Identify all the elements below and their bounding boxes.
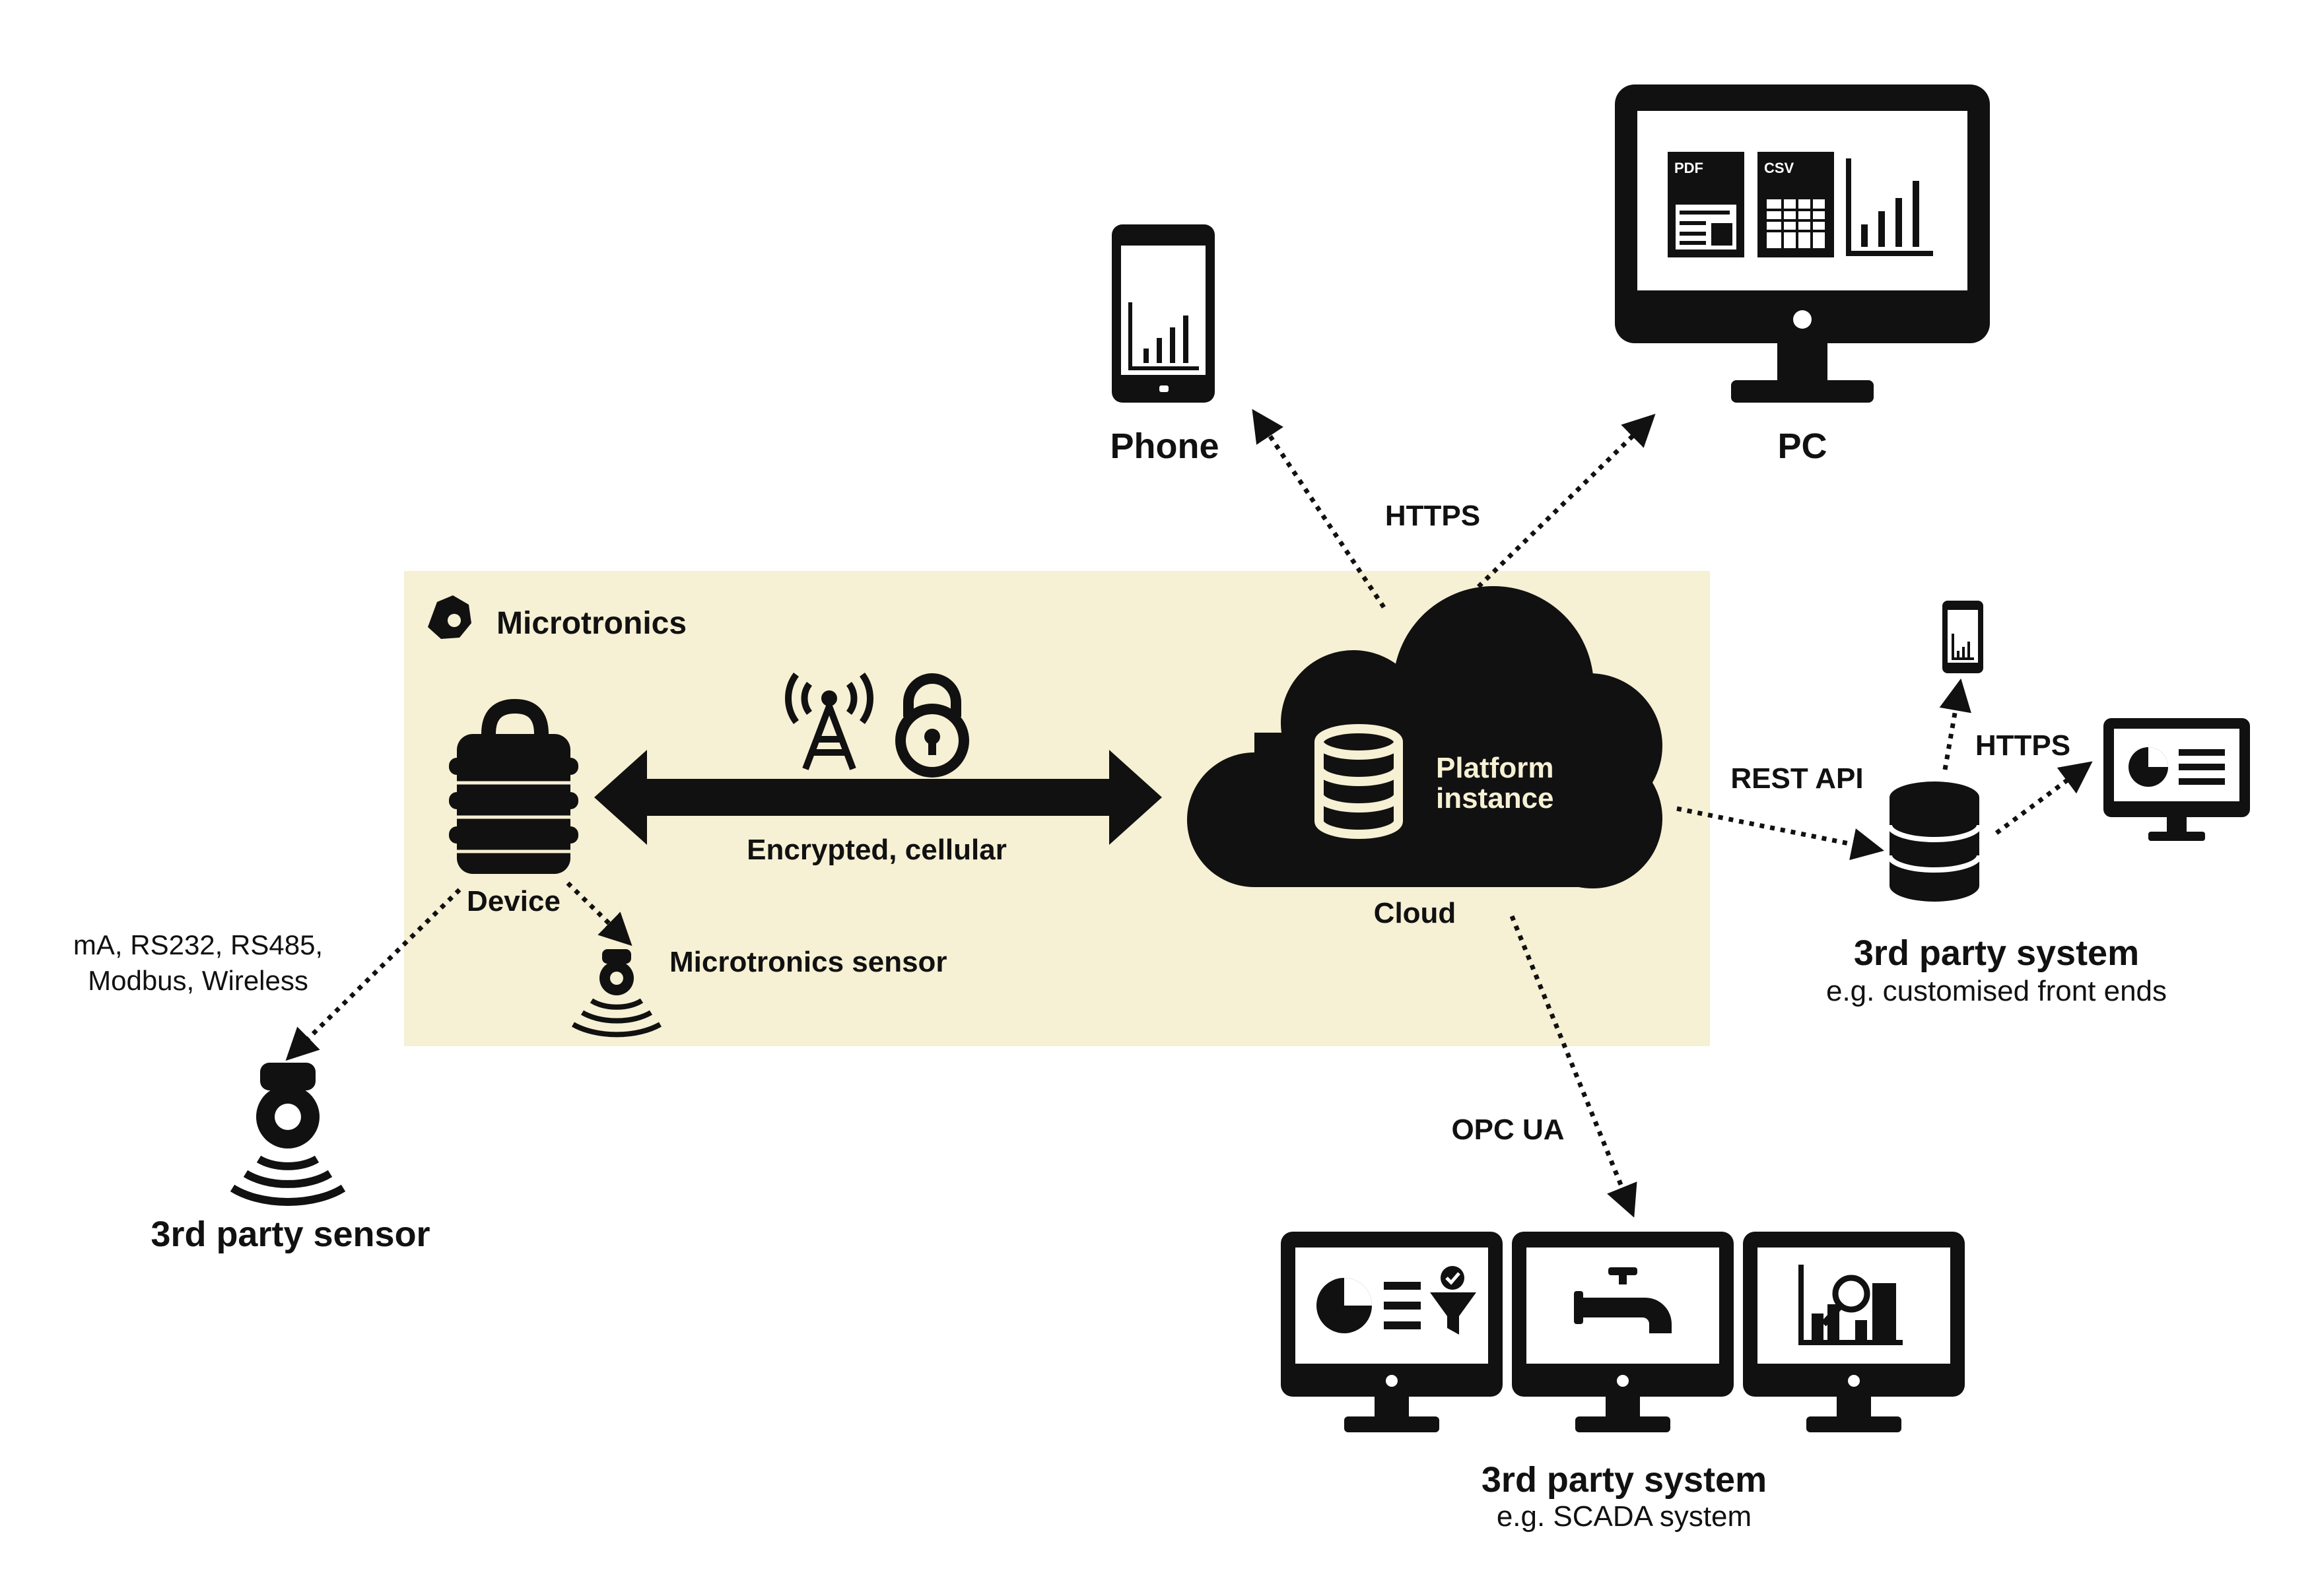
protocols-line2: Modbus, Wireless (88, 965, 308, 996)
cloud-shape (1187, 586, 1662, 888)
cloud-label: Cloud (1374, 897, 1456, 929)
rest-api-label: REST API (1730, 762, 1863, 795)
padlock-icon (895, 673, 969, 778)
monitor-icon (2103, 718, 2250, 841)
csv-doc-label: CSV (1764, 160, 1794, 176)
third-system-api-title: 3rd party system (1854, 933, 2139, 973)
third-sensor-label: 3rd party sensor (151, 1214, 430, 1254)
third-system-scada-title: 3rd party system (1482, 1460, 1767, 1500)
smartphone-icon (1942, 601, 1983, 673)
dotted-links (285, 409, 2093, 1218)
database-icon (1314, 724, 1403, 839)
link-cloud-rest (1676, 806, 1885, 861)
filter-icon (1430, 1266, 1476, 1335)
monitor-icon (1743, 1232, 1965, 1432)
platform-label-line2: instance (1436, 782, 1554, 815)
link-cloud-pc (1469, 413, 1656, 596)
link-db-phone (1939, 678, 1971, 770)
pc-label: PC (1777, 426, 1827, 466)
protocols-line1: mA, RS232, RS485, (73, 929, 323, 960)
monitor-icon (1512, 1232, 1734, 1432)
opc-ua-label: OPC UA (1451, 1114, 1564, 1146)
microtronics-logo-icon (428, 595, 471, 639)
database-icon (1887, 781, 1982, 902)
device-label: Device (467, 885, 561, 917)
magnifier-icon (1821, 1275, 1870, 1327)
sensor-icon (572, 949, 662, 1038)
sensor-icon (230, 1063, 346, 1206)
third-system-scada-subtitle: e.g. SCADA system (1497, 1500, 1752, 1533)
https-top-label: HTTPS (1385, 500, 1480, 532)
pdf-doc-label: PDF (1674, 160, 1703, 176)
mt-sensor-label: Microtronics sensor (669, 946, 947, 978)
phone-label: Phone (1110, 426, 1219, 466)
device-icon (449, 698, 578, 874)
link-db-monitor (1994, 761, 2093, 835)
monitor-icon (1615, 84, 1990, 403)
encrypted-link-arrow (594, 750, 1162, 845)
encrypted-label: Encrypted, cellular (747, 834, 1007, 866)
cell-tower-icon (785, 673, 873, 770)
link-cloud-scada (1509, 915, 1637, 1218)
faucet-icon (1574, 1267, 1672, 1333)
chart-icon (1798, 1265, 1903, 1345)
https-right-label: HTTPS (1975, 729, 2070, 762)
link-device-mt-sensor (566, 881, 632, 947)
brand-name: Microtronics (496, 606, 687, 641)
monitor-icon (1281, 1232, 1503, 1432)
smartphone-icon (1112, 224, 1215, 403)
third-system-api-subtitle: e.g. customised front ends (1826, 975, 2167, 1007)
platform-label-line1: Platform (1436, 752, 1553, 784)
